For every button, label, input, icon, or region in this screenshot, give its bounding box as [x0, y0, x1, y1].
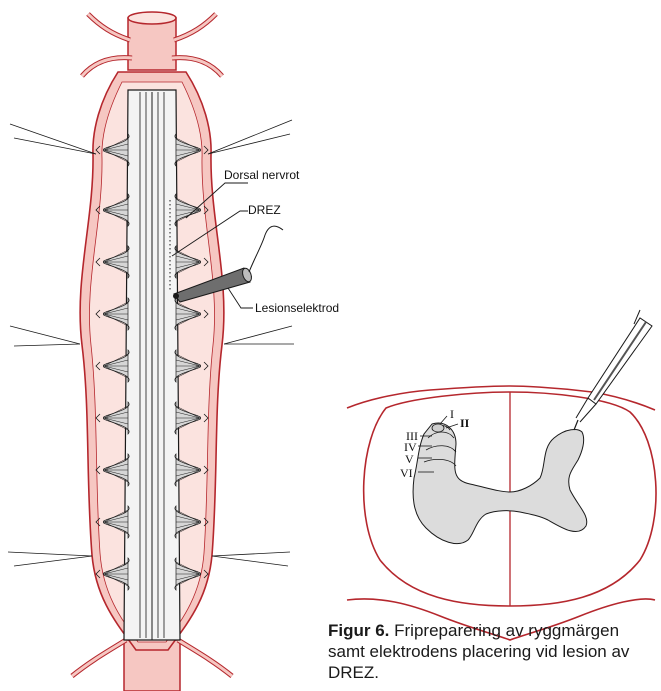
lamina-I: I — [450, 407, 454, 421]
dorsal-view: Dorsal nervrot DREZ Lesionselektrod — [8, 12, 339, 691]
caption-figure-number: Figur 6. — [328, 621, 389, 640]
figure-caption: Figur 6. Fripreparering av ryggmärgen sa… — [328, 620, 658, 683]
label-electrode: Lesionselektrod — [255, 301, 339, 315]
lamina-VI: VI — [400, 466, 413, 480]
top-vessel — [82, 12, 222, 76]
cross-section: I II III IV V VI — [347, 310, 656, 640]
label-drez: DREZ — [248, 203, 281, 217]
label-dorsal-root: Dorsal nervrot — [224, 168, 300, 182]
lamina-V: V — [405, 452, 414, 466]
lamina-II: II — [460, 416, 470, 430]
